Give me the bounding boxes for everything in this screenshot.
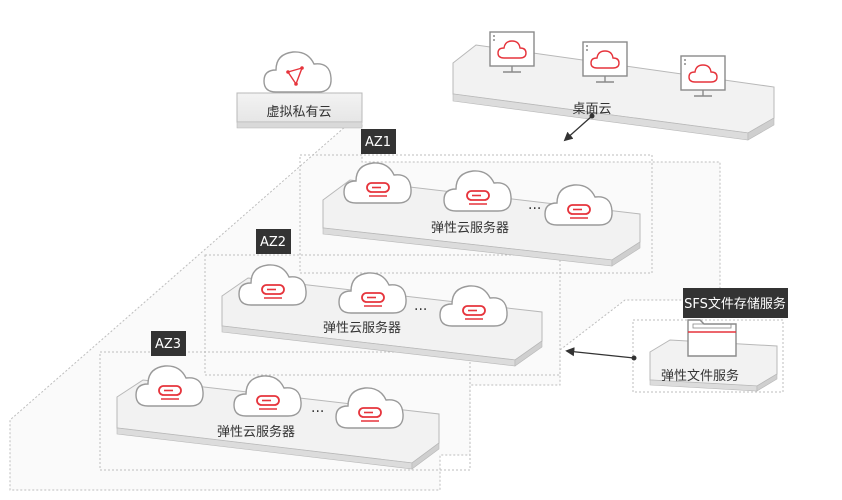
az1-label: 弹性云服务器 xyxy=(431,220,509,236)
az3-platform: ··· 弹性云服务器 xyxy=(116,365,440,470)
sfs-label: 弹性文件服务 xyxy=(661,368,739,384)
svg-text:AZ2: AZ2 xyxy=(260,235,286,250)
cloud-network-icon xyxy=(263,51,332,93)
sfs-platform: 弹性文件服务 xyxy=(649,319,778,392)
vpc-label: 虚拟私有云 xyxy=(266,105,331,120)
sfs-tag: SFS文件存储服务 xyxy=(683,288,788,318)
az3-tag: AZ3 xyxy=(151,331,186,356)
az1-tag: AZ1 xyxy=(361,129,396,154)
monitor-cloud-icon xyxy=(582,41,628,83)
az2-ellipsis: ··· xyxy=(414,302,427,318)
az3-label: 弹性云服务器 xyxy=(217,424,295,440)
desktop-to-az1-arrow xyxy=(563,113,595,142)
desktop-cloud-label: 桌面云 xyxy=(572,102,611,117)
vpc-node: 虚拟私有云 xyxy=(236,51,363,129)
svg-text:AZ3: AZ3 xyxy=(155,337,181,352)
desktop-cloud-node: 桌面云 xyxy=(452,31,775,141)
az2-label: 弹性云服务器 xyxy=(323,320,401,336)
az2-tag: AZ2 xyxy=(256,229,291,254)
svg-text:SFS文件存储服务: SFS文件存储服务 xyxy=(684,296,786,312)
monitor-cloud-icon xyxy=(489,31,535,73)
az1-platform: ··· 弹性云服务器 xyxy=(322,162,641,267)
az1-ellipsis: ··· xyxy=(528,201,541,217)
az3-ellipsis: ··· xyxy=(311,404,324,420)
monitor-cloud-icon xyxy=(680,55,726,97)
az3-region xyxy=(99,351,471,471)
folder-icon xyxy=(687,319,737,357)
sfs-to-az2-arrow xyxy=(565,347,637,361)
svg-text:AZ1: AZ1 xyxy=(365,135,391,150)
az2-region xyxy=(204,254,561,376)
az1-region xyxy=(299,154,653,274)
az2-platform: ··· 弹性云服务器 xyxy=(221,264,543,367)
